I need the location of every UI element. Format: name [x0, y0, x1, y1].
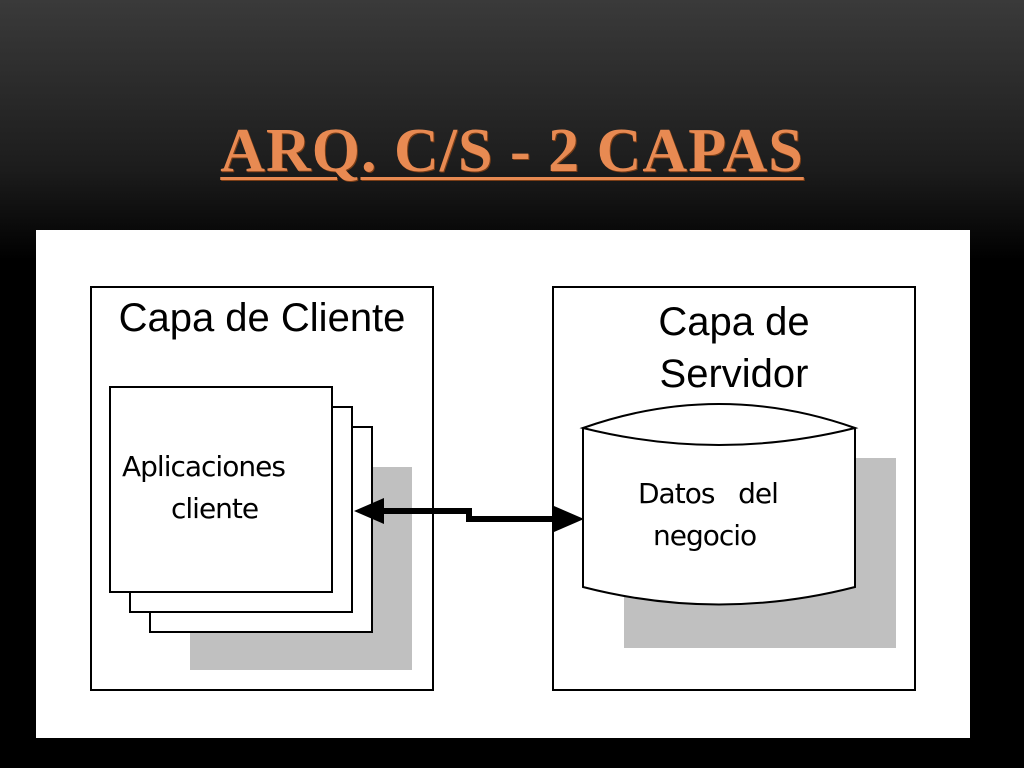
connector-arrow [354, 498, 584, 532]
slide-title: ARQ. C/S - 2 CAPAS [220, 116, 804, 185]
database-label-line2: negocio [653, 519, 757, 552]
arrow-head-left [354, 498, 384, 524]
apps-label-line2: cliente [171, 492, 259, 525]
server-layer-title-line2: Servidor [659, 352, 809, 396]
database-cylinder-body [582, 428, 856, 606]
diagram-canvas [90, 286, 916, 691]
app-doc-front [109, 386, 333, 593]
apps-label-line1: Aplicaciones [122, 450, 286, 483]
database-cylinder-top [579, 403, 859, 446]
server-layer-title-line1: Capa de [658, 300, 810, 344]
architecture-diagram: Capa de Cliente Aplicaciones cliente Cap… [36, 230, 970, 738]
database-label-line1: Datos del [638, 477, 779, 510]
arrow-head-right [554, 506, 584, 532]
client-layer-title: Capa de Cliente [118, 296, 406, 340]
